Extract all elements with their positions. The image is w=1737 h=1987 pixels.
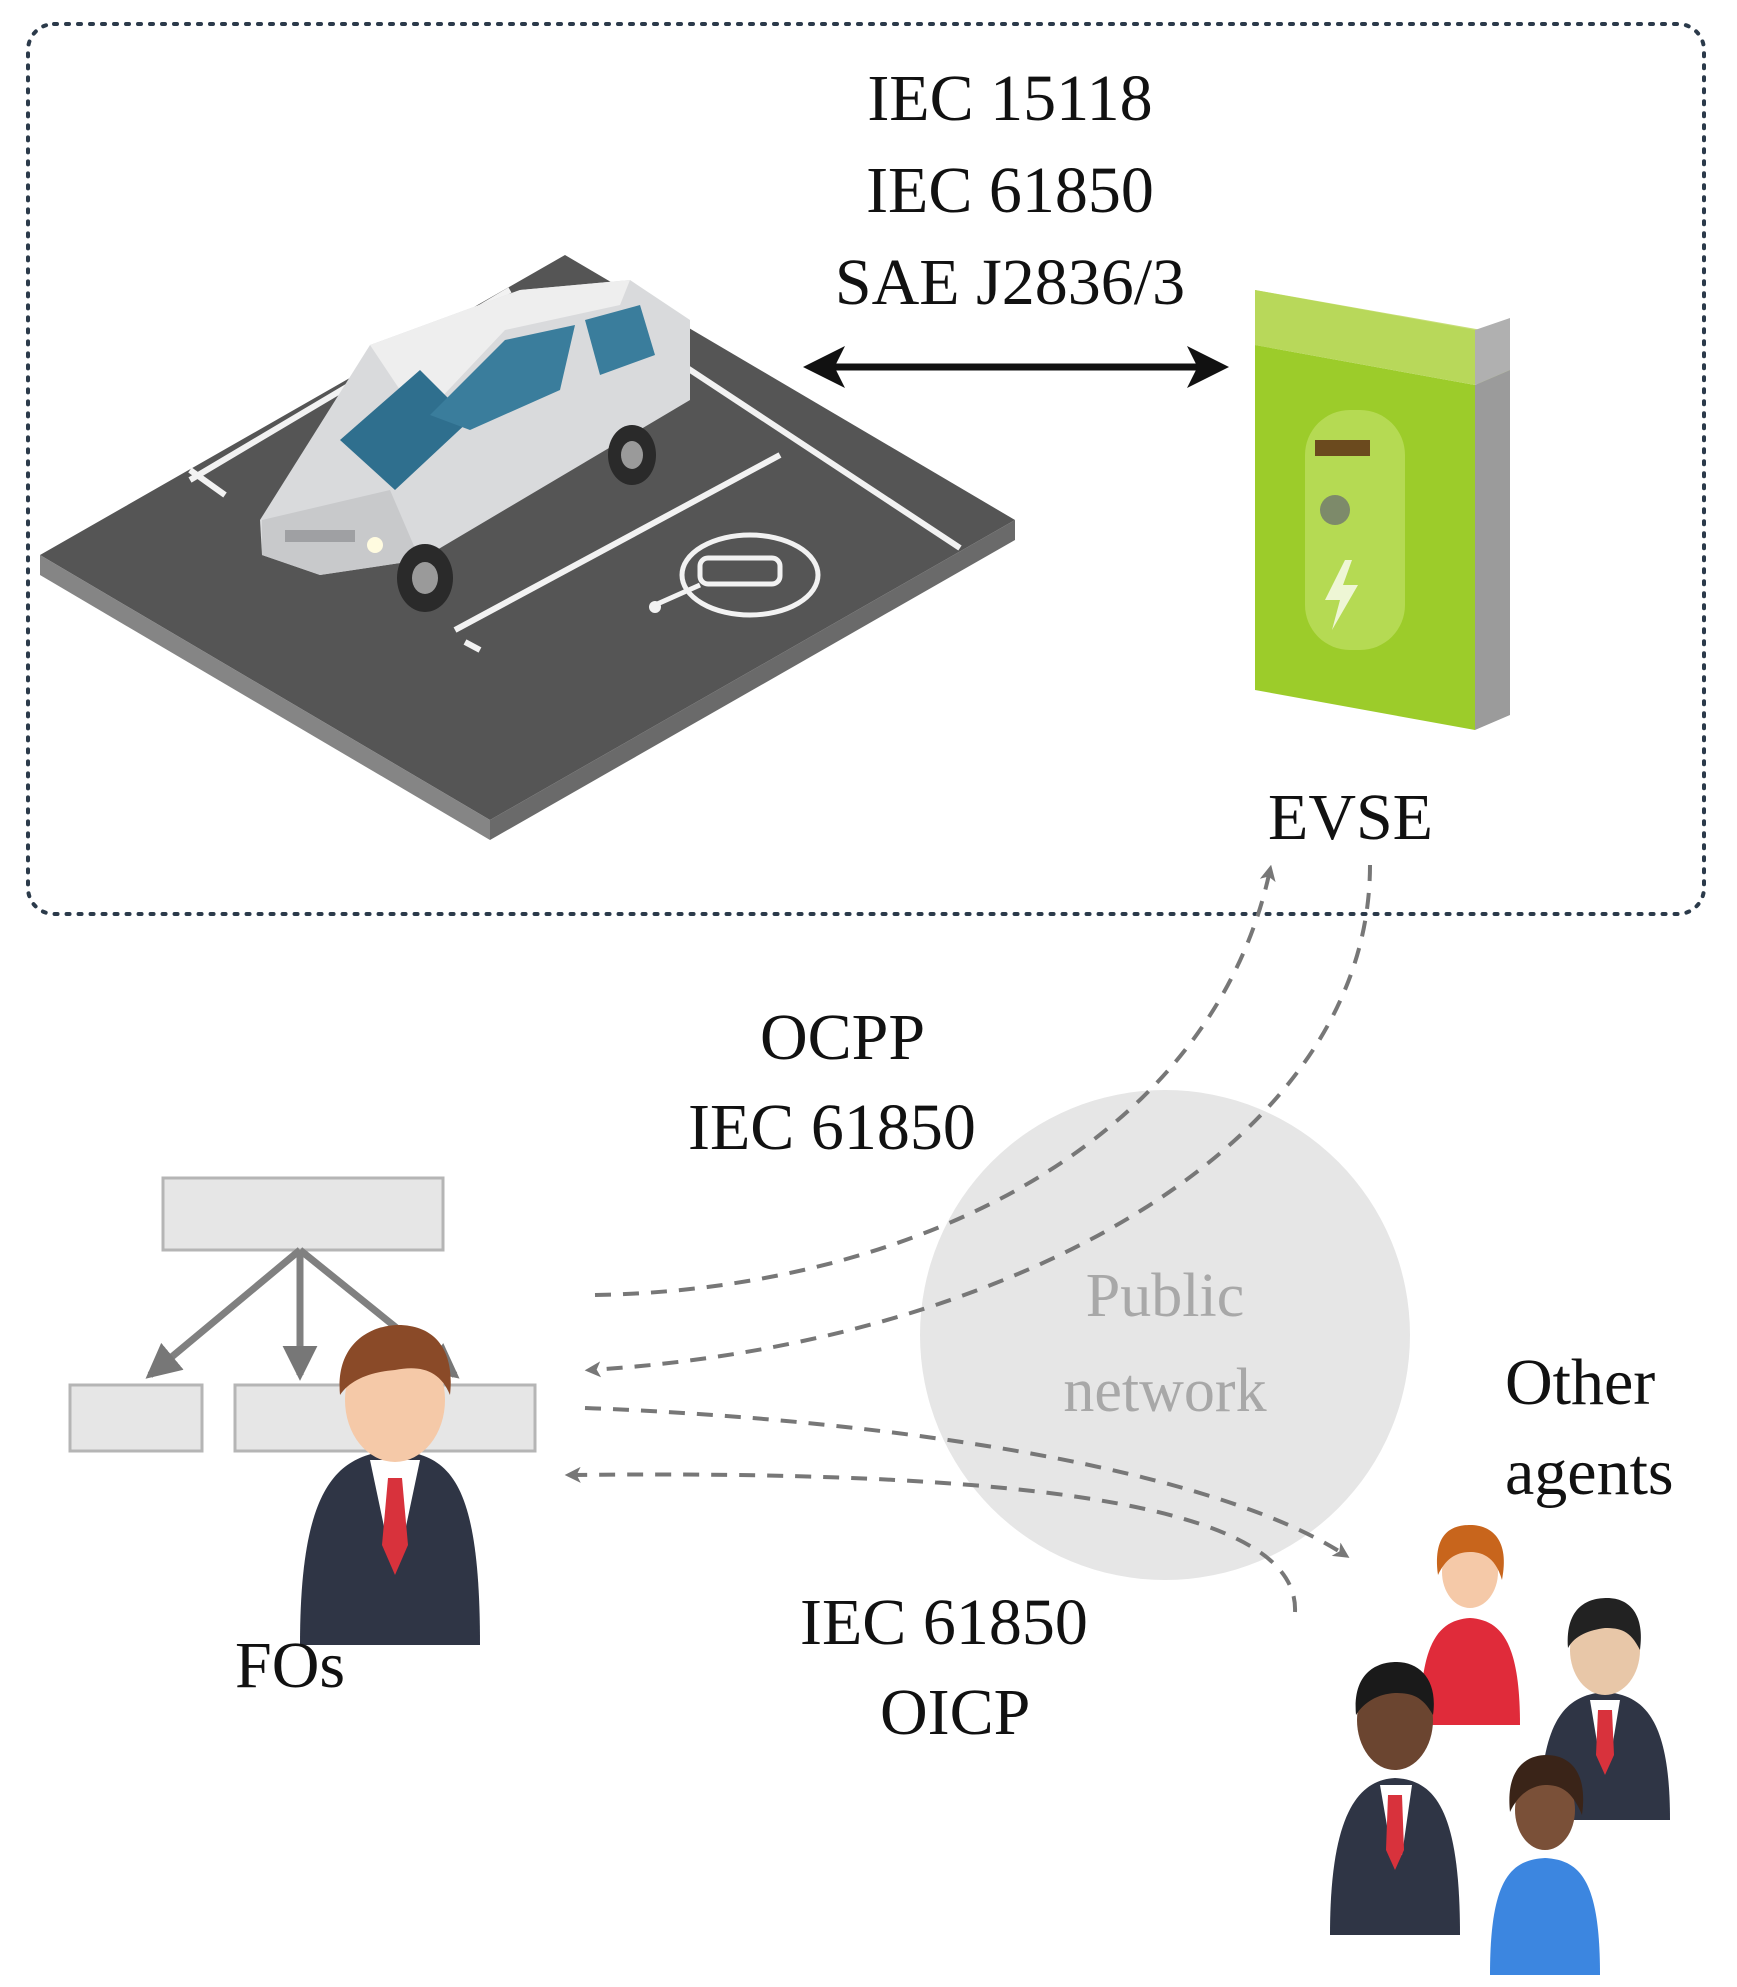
other-agents-label-line1: Other (1505, 1346, 1656, 1419)
standard-ocpp: OCPP (760, 1001, 926, 1074)
evse-charger-illustration (1255, 290, 1510, 730)
flow-agents-to-fo (564, 1466, 1298, 1613)
standard-iec-61850-evse-fo: IEC 61850 (688, 1091, 976, 1164)
public-network-circle (920, 1090, 1410, 1580)
fo-label: FOs (235, 1629, 346, 1702)
parking-lot-illustration (40, 255, 1015, 840)
flow-evse-to-fo (584, 864, 1372, 1378)
org-chart-icon (68, 1176, 537, 1453)
standard-iec-61850-top: IEC 61850 (866, 154, 1154, 227)
other-agents-label-line2: agents (1505, 1436, 1674, 1509)
ev-parking-icon (649, 532, 821, 618)
public-network-label-line2: network (1063, 1357, 1267, 1425)
standard-iec-61850-fo-agents: IEC 61850 (800, 1586, 1088, 1659)
public-network-label-line1: Public (1085, 1262, 1245, 1330)
flow-fo-to-evse (594, 864, 1276, 1297)
evse-label: EVSE (1268, 781, 1433, 854)
standard-oicp: OICP (880, 1676, 1031, 1749)
standard-iec-15118: IEC 15118 (867, 62, 1153, 135)
flow-fo-to-agents (584, 1406, 1350, 1558)
electric-car-illustration (260, 280, 690, 612)
standard-sae-j2836: SAE J2836/3 (834, 246, 1186, 319)
fo-person-icon (300, 1325, 480, 1645)
other-agents-icon (1330, 1525, 1670, 1975)
